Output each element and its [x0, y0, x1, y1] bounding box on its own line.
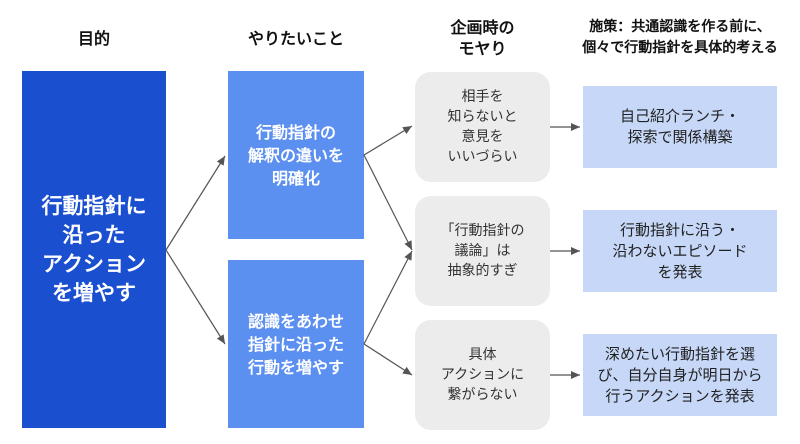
issue-box-1: 相手を 知らないと 意見を いいづらい — [415, 72, 550, 182]
measure-text: 深めたい行動指針を選 び、自分自身が明日から 行うアクションを発表 — [597, 344, 763, 405]
goal-box: 行動指針に 沿った アクション を増やす — [22, 71, 166, 428]
issue-text: 具体 アクションに 繋がらない — [440, 347, 525, 403]
header-want: やりたいこと — [247, 29, 344, 48]
issue-text: 相手を 知らないと 意見を いいづらい — [447, 89, 518, 165]
issue-text: 「行動指針の 議論」は 抽象的すぎ — [440, 223, 525, 279]
header-issue: 企画時の モヤり — [450, 18, 515, 58]
want-box-align: 認識をあわせ 指針に沿った 行動を増やす — [228, 260, 364, 428]
arrow-want2-to-issue-3 — [363, 343, 413, 376]
want-box-clarify: 行動指針の 解釈の違いを 明確化 — [228, 71, 364, 239]
arrow-want2-to-issue-2 — [363, 250, 413, 345]
arrow-goal-to-want-1 — [165, 155, 226, 251]
header-goal: 目的 — [77, 29, 110, 48]
measure-box-3: 深めたい行動指針を選 び、自分自身が明日から 行うアクションを発表 — [583, 334, 777, 416]
want-text: 認識をあわせ 指針に沿った 行動を増やす — [247, 311, 344, 377]
arrow-want1-to-issue-1 — [363, 125, 413, 156]
measure-box-2: 行動指針に沿う・ 沿わないエピソード を発表 — [583, 210, 777, 292]
want-text: 行動指針の 解釈の違いを 明確化 — [247, 122, 344, 188]
header-measure: 施策：共通認識を作る前に、 個々で行動指針を具体的考える — [582, 19, 778, 56]
measure-text: 自己紹介ランチ・ 探索で関係構築 — [619, 107, 740, 146]
issue-box-2: 「行動指針の 議論」は 抽象的すぎ — [415, 196, 550, 306]
goal-text: 行動指針に 沿った アクション を増やす — [41, 193, 147, 305]
measure-text: 行動指針に沿う・ 沿わないエピソード を発表 — [612, 220, 748, 281]
measure-box-1: 自己紹介ランチ・ 探索で関係構築 — [583, 86, 777, 168]
issue-box-3: 具体 アクションに 繋がらない — [415, 320, 550, 430]
arrow-want1-to-issue-2 — [363, 154, 413, 251]
arrow-goal-to-want-2 — [165, 249, 226, 345]
